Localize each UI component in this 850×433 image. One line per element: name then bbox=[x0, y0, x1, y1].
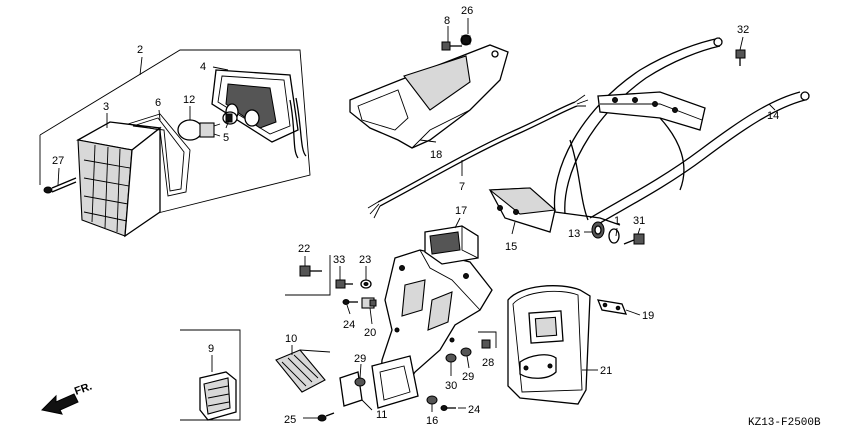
callout-7: 7 bbox=[459, 181, 465, 193]
callout-12: 12 bbox=[183, 94, 195, 106]
nut-30 bbox=[445, 353, 457, 363]
callout-13: 13 bbox=[568, 228, 580, 240]
callout-22: 22 bbox=[298, 243, 310, 255]
front-arrow: FR. bbox=[40, 380, 94, 415]
license-bracket bbox=[339, 249, 493, 409]
callout-28: 28 bbox=[482, 357, 494, 369]
callout-3: 3 bbox=[103, 101, 109, 113]
callout-labels: 2 3 6 12 4 5 27 8 26 18 7 32 14 15 13 1 … bbox=[52, 5, 779, 427]
screw-24-upper bbox=[342, 299, 358, 305]
callout-21: 21 bbox=[600, 365, 612, 377]
callout-30: 30 bbox=[445, 380, 457, 392]
license-plate-base bbox=[507, 285, 591, 405]
rear-reflector bbox=[180, 329, 241, 421]
rail-bolt-32 bbox=[735, 49, 746, 66]
spacer-20 bbox=[361, 297, 377, 309]
rear-cover bbox=[349, 44, 509, 149]
mount-bolt bbox=[623, 233, 645, 245]
callout-18: 18 bbox=[430, 149, 442, 161]
leader-lines bbox=[57, 18, 776, 419]
wire-harness bbox=[367, 94, 589, 219]
taillight-lens bbox=[76, 121, 162, 238]
cover-bolt bbox=[441, 41, 462, 51]
callout-15: 15 bbox=[505, 241, 517, 253]
collar bbox=[608, 228, 620, 244]
callout-9: 9 bbox=[208, 343, 214, 355]
callout-17: 17 bbox=[455, 205, 467, 217]
license-lamp bbox=[424, 225, 479, 265]
lens-screw bbox=[43, 177, 77, 194]
callout-19: 19 bbox=[642, 310, 654, 322]
callout-27: 27 bbox=[52, 155, 64, 167]
callout-33: 33 bbox=[333, 254, 345, 266]
screw-25 bbox=[317, 412, 335, 422]
callout-26: 26 bbox=[461, 5, 473, 17]
callout-10: 10 bbox=[285, 333, 297, 345]
callout-24-upper: 24 bbox=[343, 319, 355, 331]
front-arrow-label: FR. bbox=[73, 380, 94, 397]
bolt-28 bbox=[478, 331, 497, 349]
callout-25: 25 bbox=[284, 414, 296, 426]
grommet bbox=[591, 221, 605, 239]
fastener-33 bbox=[335, 279, 353, 289]
callout-6: 6 bbox=[155, 97, 161, 109]
callout-23: 23 bbox=[359, 254, 371, 266]
rear-bracket bbox=[488, 187, 557, 233]
taillight-housing bbox=[211, 69, 307, 159]
taillight-group-outline bbox=[39, 49, 311, 216]
callout-31: 31 bbox=[633, 215, 645, 227]
lens-gasket bbox=[127, 113, 191, 197]
callout-20: 20 bbox=[364, 327, 376, 339]
plate-clip bbox=[596, 299, 628, 315]
callout-11: 11 bbox=[376, 409, 387, 421]
side-reflector bbox=[275, 349, 331, 393]
callout-16: 16 bbox=[426, 415, 438, 427]
callout-29-right: 29 bbox=[462, 371, 474, 383]
callout-29-left: 29 bbox=[354, 353, 366, 365]
cover-nut bbox=[460, 34, 472, 46]
screw-24-lower bbox=[440, 405, 456, 411]
callout-14: 14 bbox=[767, 110, 779, 122]
nut-16 bbox=[426, 395, 438, 405]
nut-29-left bbox=[354, 377, 366, 387]
callout-4: 4 bbox=[200, 61, 206, 73]
diagram-code: KZ13-F2500B bbox=[748, 417, 821, 429]
grab-rail bbox=[553, 37, 810, 227]
taillight-assembly bbox=[39, 49, 311, 238]
bolt-22 bbox=[285, 255, 331, 296]
callout-32: 32 bbox=[737, 24, 749, 36]
bulb-socket bbox=[222, 111, 238, 125]
nut-29-right bbox=[460, 347, 472, 357]
washer-23 bbox=[360, 279, 372, 289]
taillight-bulb bbox=[177, 119, 221, 141]
callout-24-lower: 24 bbox=[468, 404, 480, 416]
callout-1: 1 bbox=[614, 215, 620, 227]
callout-8: 8 bbox=[444, 15, 450, 27]
callout-2: 2 bbox=[137, 44, 143, 56]
callout-5: 5 bbox=[223, 132, 229, 144]
